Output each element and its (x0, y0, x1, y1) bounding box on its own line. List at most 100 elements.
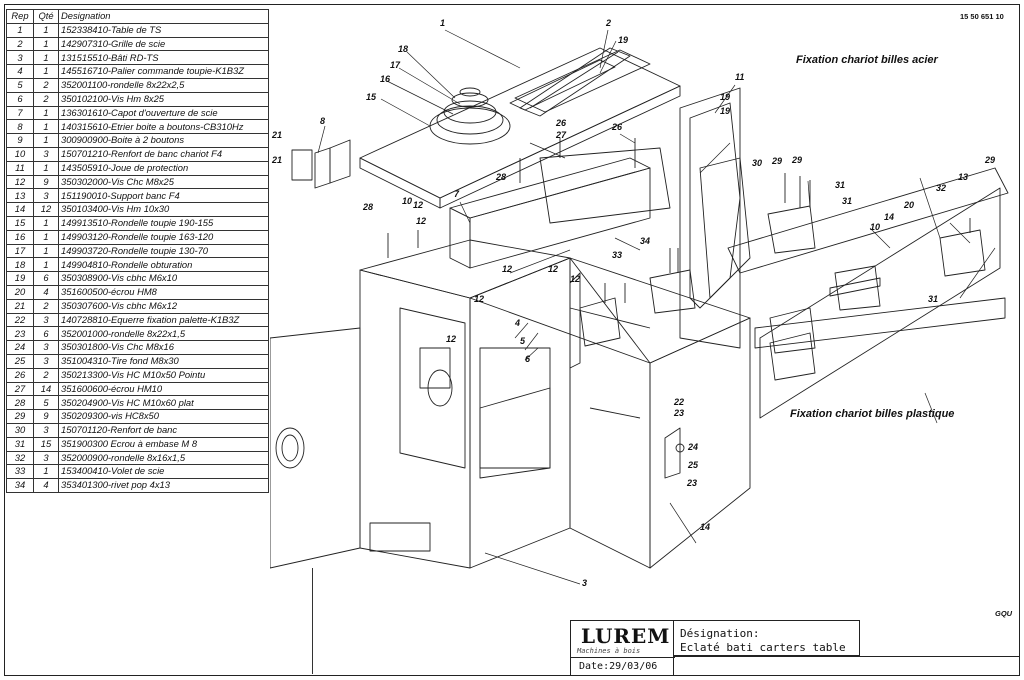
border-divider (312, 568, 313, 674)
designation-value: Eclaté bati carters table (680, 641, 846, 654)
callout-number: 14 (700, 522, 710, 532)
part-designation: 351004310-Tire fond M8x30 (58, 353, 269, 369)
callout-number: 20 (903, 200, 914, 210)
callout-number: 12 (570, 274, 580, 284)
part-qty: 2 (33, 77, 59, 93)
parts-list-header-row: Rep Qté Designation (6, 9, 269, 24)
title-block-bottom-row (674, 656, 1020, 677)
part-rep: 27 (6, 381, 34, 397)
callout-number: 12 (413, 200, 423, 210)
part-designation: 150701120-Renfort de banc (58, 422, 269, 438)
part-rep: 13 (6, 188, 34, 204)
part-qty: 1 (33, 36, 59, 52)
part-designation: 350209300-vis HC8x50 (58, 409, 269, 424)
part-qty: 2 (33, 367, 59, 383)
part-qty: 1 (33, 215, 59, 231)
part-designation: 351600500-écrou HM8 (58, 284, 269, 300)
callout-number: 31 (842, 196, 852, 206)
saw-cover-part (449, 147, 671, 269)
part-rep: 21 (6, 298, 34, 314)
callout-number: 11 (735, 72, 744, 82)
callout-number: 28 (362, 202, 373, 212)
part-rep: 24 (6, 340, 34, 355)
part-designation: 352000900-rondelle 8x16x1,5 (58, 450, 269, 466)
part-qty: 3 (33, 340, 59, 355)
part-rep: 29 (6, 409, 34, 424)
callout-number: 17 (390, 60, 401, 70)
part-rep: 7 (6, 105, 34, 121)
part-qty: 4 (33, 284, 59, 300)
frame-body-part (270, 239, 751, 569)
pallet-bracket-part (664, 427, 685, 479)
part-rep: 23 (6, 326, 34, 342)
callout-number: 24 (687, 442, 698, 452)
part-qty: 12 (33, 202, 59, 217)
label-plastic-ball-carriage: Fixation chariot billes plastique (790, 408, 955, 420)
part-designation: 350102100-Vis Hm 8x25 (58, 91, 269, 107)
part-qty: 3 (33, 312, 59, 328)
part-qty: 1 (33, 257, 59, 273)
callout-number: 30 (752, 158, 762, 168)
callout-number: 6 (525, 354, 531, 364)
part-qty: 3 (33, 353, 59, 369)
callout-number: 29 (771, 156, 782, 166)
part-qty: 1 (33, 22, 59, 38)
part-rep: 8 (6, 119, 34, 135)
callout-number: 19 (720, 106, 730, 116)
part-rep: 11 (6, 160, 34, 176)
callout-number: 19 (720, 92, 730, 102)
part-designation: 350204900-Vis HC M10x60 plat (58, 395, 269, 411)
part-qty: 9 (33, 409, 59, 424)
callout-number: 32 (936, 183, 946, 193)
part-designation: 143505910-Joue de protection (58, 160, 269, 176)
part-rep: 26 (6, 367, 34, 383)
callout-number: 31 (835, 180, 845, 190)
drafter-initials: GQU (995, 609, 1013, 618)
part-qty: 3 (33, 146, 59, 162)
title-block: LUREM Machines à bois Date:29/03/06 Dési… (570, 620, 1020, 676)
part-rep: 22 (6, 312, 34, 328)
part-qty: 2 (33, 91, 59, 107)
callout-number: 28 (495, 172, 506, 182)
part-rep: 16 (6, 229, 34, 245)
part-rep: 32 (6, 450, 34, 466)
part-designation: 352001100-rondelle 8x22x2,5 (58, 77, 269, 93)
part-designation: 350307600-Vis cbhc M6x12 (58, 298, 269, 314)
part-designation: 350308900-Vis cbhc M6x10 (58, 271, 269, 286)
callout-number: 33 (612, 250, 622, 260)
part-designation: 149904810-Rondelle obturation (58, 257, 269, 273)
callout-number: 8 (320, 116, 325, 126)
part-designation: 131515510-Bâti RD-TS (58, 50, 269, 66)
header-rep: Rep (6, 9, 34, 24)
part-rep: 31 (6, 436, 34, 452)
callout-number: 14 (884, 212, 894, 222)
callout-number: 27 (555, 130, 567, 140)
part-designation: 353401300-rivet pop 4x13 (58, 478, 269, 493)
part-designation: 153400410-Volet de scie (58, 464, 269, 480)
part-designation: 145516710-Palier commande toupie-K1B3Z (58, 64, 269, 79)
callout-number: 18 (398, 44, 408, 54)
part-rep: 19 (6, 271, 34, 286)
callout-number: 22 (673, 397, 684, 407)
part-rep: 6 (6, 91, 34, 107)
callout-number: 15 (366, 92, 377, 102)
part-rep: 14 (6, 202, 34, 217)
part-rep: 28 (6, 395, 34, 411)
company-logo: LUREM (581, 624, 671, 648)
part-designation: 142907310-Grille de scie (58, 36, 269, 52)
callout-number: 25 (687, 460, 699, 470)
